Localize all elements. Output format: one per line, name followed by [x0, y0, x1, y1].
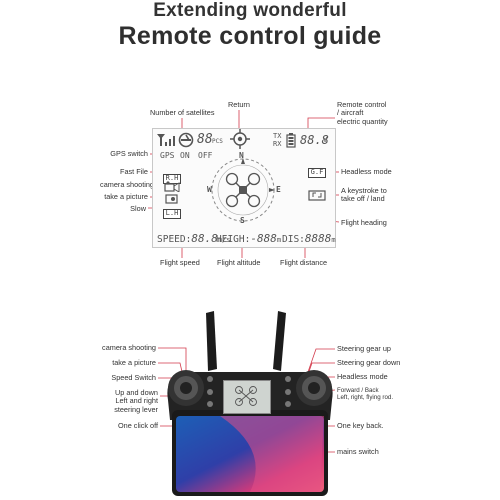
compass-north: N: [239, 151, 244, 160]
speed-label: SPEED:: [157, 234, 192, 245]
drone-icon: [225, 172, 261, 208]
compass-west: W: [207, 185, 212, 194]
controller-buttons: [207, 376, 291, 407]
ctrl-label-take-picture: take a picture: [112, 358, 156, 367]
height-label: HEIGH:: [216, 234, 251, 245]
title-line-1: Extending wonderful: [153, 0, 347, 21]
height-readout: HEIGH:-888m: [216, 232, 282, 245]
left-joystick[interactable]: [166, 368, 206, 408]
volt-unit: V: [323, 136, 328, 144]
ctrl-label-camera-shooting: camera shooting: [102, 343, 156, 352]
steering-down-button[interactable]: [285, 389, 291, 395]
controller-body: [167, 372, 333, 496]
label-slow: Slow: [130, 204, 146, 213]
rx-label: RX: [273, 140, 282, 148]
label-flight-distance: Flight distance: [280, 258, 328, 267]
speed-button[interactable]: [207, 401, 213, 407]
right-joystick[interactable]: [294, 368, 334, 408]
speed-readout: SPEED:88.8m/s: [157, 232, 231, 245]
label-headless-mode: Headless mode: [341, 167, 392, 176]
label-gps-switch: GPS switch: [110, 149, 148, 158]
battery-icon: [286, 133, 296, 148]
label-camera-shooting: camera shooting: [100, 180, 154, 189]
ctrl-label-speed-switch: Speed Switch: [111, 373, 156, 382]
label-remote-quantity: Remote control / aircraft electric quant…: [337, 100, 388, 126]
label-number-of-satellites: Number of satellites: [150, 108, 215, 117]
label-return: Return: [228, 100, 250, 109]
photo-button[interactable]: [207, 389, 213, 395]
satellite-icon: [178, 132, 194, 148]
gps-on-label: ON: [180, 151, 190, 160]
return-home-icon: [230, 129, 250, 149]
ctrl-label-steering-up: Steering gear up: [337, 344, 391, 353]
speed-unit: m/s: [217, 236, 231, 244]
steering-up-button[interactable]: [285, 376, 291, 382]
takeoff-land-icon: [308, 190, 326, 201]
distance-readout: DIS:8888m: [282, 232, 336, 245]
label-fast-file: Fast File: [120, 167, 148, 176]
gps-label: GPS: [160, 151, 175, 160]
signal-icon: [157, 134, 175, 146]
headless-mode-box: G.F: [308, 168, 326, 178]
ctrl-label-one-key-back: One key back.: [337, 421, 384, 430]
label-flight-altitude: Flight altitude: [217, 258, 261, 267]
distance-unit: m: [331, 236, 336, 244]
ctrl-label-one-click-off: One click off: [117, 421, 158, 430]
label-take-picture: take a picture: [104, 192, 148, 201]
height-unit: m: [276, 236, 282, 244]
headless-button[interactable]: [285, 401, 291, 407]
ctrl-label-forward-back: Forward / Back Left, right, flying rod.: [337, 387, 394, 402]
mini-lcd-drone-icon: [235, 386, 257, 406]
compass-south: S: [240, 216, 245, 225]
tx-label: TX: [273, 132, 282, 140]
ctrl-label-up-down: Up and down Left and right steering leve…: [114, 388, 158, 414]
pcs-label: PCS: [212, 138, 223, 145]
camera-button[interactable]: [207, 376, 213, 382]
slow-mode-box: L.H: [163, 209, 181, 219]
ctrl-label-steering-down: Steering gear down: [337, 358, 401, 367]
voltage-digits: 88.8: [300, 133, 329, 147]
gps-off-label: OFF: [198, 151, 213, 160]
title-line-2: Remote control guide: [118, 22, 382, 50]
photo-camera-icon: [165, 194, 178, 204]
distance-label: DIS:: [282, 234, 305, 245]
compass-east: E: [276, 185, 281, 194]
controller-antennas: [206, 311, 286, 371]
ctrl-label-headless-mode: Headless mode: [337, 372, 388, 381]
video-camera-icon: [164, 181, 180, 192]
label-flight-speed: Flight speed: [160, 258, 200, 267]
satellite-count-digits: 88: [197, 132, 213, 147]
compass-dial: [211, 158, 275, 222]
label-takeoff-land: A keystroke to take off / land: [341, 186, 387, 204]
label-flight-heading: Flight heading: [341, 218, 387, 227]
ctrl-label-mains-switch: mains switch: [337, 447, 379, 456]
